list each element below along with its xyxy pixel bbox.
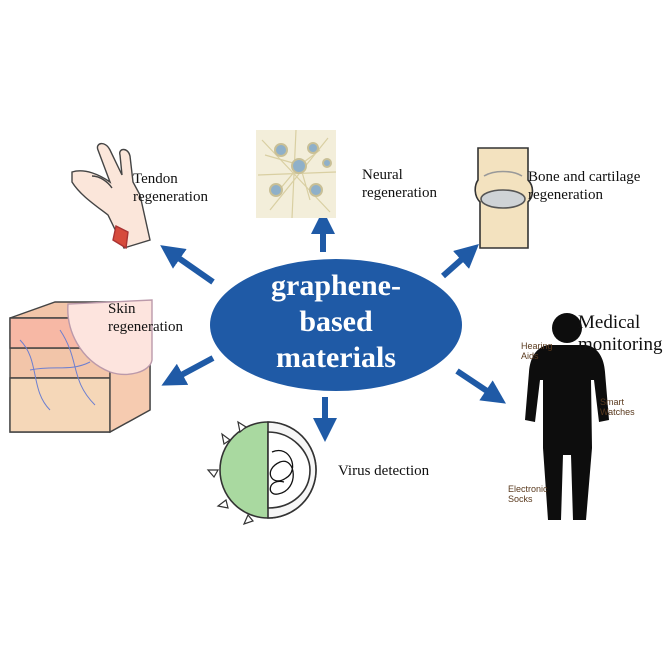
arrow-medical [455,368,506,404]
bone-illustration [474,147,534,249]
skin-illustration [9,299,153,434]
virus-illustration [206,420,317,525]
hand-illustration [71,142,151,250]
human-silhouette-illustration [525,313,609,520]
center-line-1: graphene- [271,269,401,302]
center-ellipse [210,259,462,391]
neural-cells-illustration [256,129,337,219]
arrows [160,210,506,442]
arrow-bone [441,244,479,279]
arrow-tendon [160,245,215,285]
center-line-3: materials [276,341,396,374]
label-virus: Virus detection [338,463,430,479]
center-line-2: based [299,305,373,338]
center-title: graphene- based materials [210,268,462,376]
arrow-skin [161,355,215,386]
